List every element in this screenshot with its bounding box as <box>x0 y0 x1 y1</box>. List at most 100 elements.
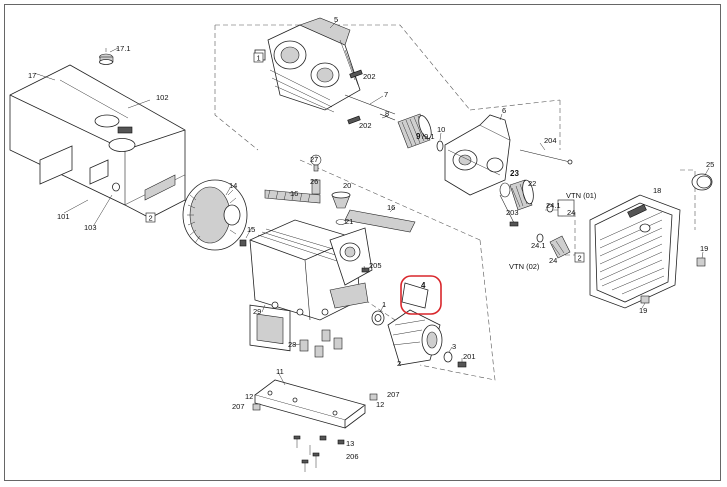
label-206: 206 <box>346 452 359 461</box>
label-101: 101 <box>57 212 70 221</box>
end-cover-18 <box>589 194 681 309</box>
ref-box-2-right: 2 <box>574 252 585 263</box>
plug-17-1 <box>99 48 114 65</box>
label-103: 103 <box>84 223 97 232</box>
filter-9 <box>397 113 432 149</box>
label-12-left: 12 <box>245 392 253 401</box>
foot-28 <box>299 329 343 358</box>
ref-box-1: 1 <box>253 52 264 63</box>
bolt-207-left <box>252 403 261 411</box>
label-15: 15 <box>247 225 255 234</box>
label-17: 17 <box>28 71 36 80</box>
label-26: 26 <box>310 177 318 186</box>
strip-16-left <box>264 189 321 204</box>
highlight-ring: 4 <box>400 275 442 315</box>
label-10: 10 <box>437 125 445 134</box>
base-plate-11 <box>254 379 366 429</box>
label-1: 1 <box>382 300 386 309</box>
seal-21 <box>335 219 347 225</box>
rod-204 <box>519 149 573 165</box>
rod-7 <box>344 94 396 115</box>
fan-14 <box>182 179 248 251</box>
label-28: 28 <box>288 340 296 349</box>
ref-box-1-label: 1 <box>257 54 261 63</box>
label-29: 29 <box>253 307 261 316</box>
cap-20 <box>331 191 351 209</box>
washer-1 <box>371 310 385 326</box>
label-201: 201 <box>463 352 476 361</box>
bolt-207-right <box>369 393 378 401</box>
drawing-frame <box>4 4 721 481</box>
valve-vtn02 <box>536 233 571 259</box>
screw-201 <box>457 361 467 368</box>
label-vtn-01: VTN (01) <box>566 191 597 200</box>
label-9-1: /9.1 <box>422 132 435 141</box>
label-12-right: 12 <box>376 400 384 409</box>
nut-19-bottom <box>640 295 650 304</box>
valve-vtn01 <box>546 199 575 217</box>
label-19-right: 19 <box>700 244 708 253</box>
washer-3 <box>443 351 453 363</box>
label-102: 102 <box>156 93 169 102</box>
label-5: 5 <box>334 15 338 24</box>
ref-box-2-left: 2 <box>145 212 156 223</box>
label-20: 20 <box>343 181 351 190</box>
ring-25 <box>691 173 713 191</box>
vane-4 <box>401 282 429 309</box>
label-16-left: 16 <box>290 189 298 198</box>
label-207-right: 207 <box>387 390 400 399</box>
head-part-6 <box>444 114 511 196</box>
label-205: 205 <box>369 261 382 270</box>
label-202-lower: 202 <box>359 121 372 130</box>
label-16-right: 16 <box>387 203 395 212</box>
bolt-202-lower <box>347 115 361 125</box>
label-18: 18 <box>653 186 661 195</box>
label-204: 204 <box>544 136 557 145</box>
plug-205 <box>361 267 370 273</box>
label-19-bottom: 19 <box>639 306 647 315</box>
label-vtn-02: VTN (02) <box>509 262 540 271</box>
cover-part-17 <box>9 64 186 219</box>
label-14: 14 <box>229 181 237 190</box>
pump-body <box>249 219 373 352</box>
strip-16-right <box>344 209 416 233</box>
label-207-left: 207 <box>232 402 245 411</box>
rotor-2 <box>387 309 443 366</box>
ref-box-2-left-label: 2 <box>149 214 153 223</box>
housing-part-5 <box>254 17 361 113</box>
label-23: 23 <box>510 169 519 178</box>
plug-26 <box>311 179 321 195</box>
key-15 <box>239 239 247 247</box>
label-9: 9 <box>416 132 421 141</box>
label-27: 27 <box>310 155 318 164</box>
label-13: 13 <box>346 439 354 448</box>
label-24-lower: 24 <box>549 256 557 265</box>
label-24-1-lower: 24.1 <box>531 241 546 250</box>
label-24-1-upper: 24.1 <box>546 201 561 210</box>
label-17-1: 17.1 <box>116 44 131 53</box>
label-2: 2 <box>397 359 401 368</box>
label-202-upper: 202 <box>363 72 376 81</box>
label-3: 3 <box>452 342 456 351</box>
label-203: 203 <box>506 208 519 217</box>
screw-203 <box>499 194 519 227</box>
label-11: 11 <box>276 367 284 376</box>
screw-206 <box>293 435 320 472</box>
label-4: 4 <box>421 281 426 290</box>
oring-23 <box>499 182 511 198</box>
leader-lines <box>33 19 710 386</box>
seal-10 <box>436 140 444 152</box>
nut-13 <box>319 435 345 445</box>
label-22: 22 <box>528 179 536 188</box>
label-6: 6 <box>502 106 506 115</box>
label-21: 21 <box>345 217 353 226</box>
nut-19-right <box>696 257 706 267</box>
ref-box-2-right-label: 2 <box>578 254 582 263</box>
callout-labels: 5 17.1 17 102 202 7 8 202 9 /9.1 10 6 20… <box>28 15 714 461</box>
bolt-202-upper <box>349 69 363 79</box>
gear-22 <box>509 179 534 211</box>
label-25: 25 <box>706 160 714 169</box>
rod-8 <box>379 113 396 121</box>
label-8: 8 <box>385 109 389 118</box>
